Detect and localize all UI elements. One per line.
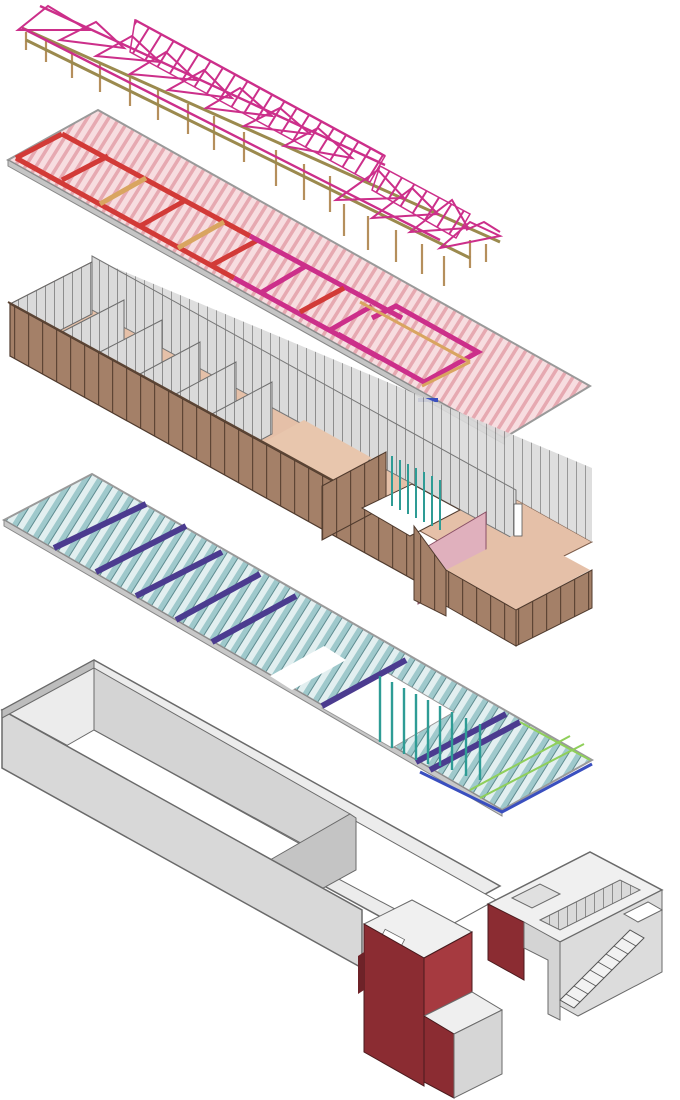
red-core-front bbox=[363, 923, 425, 1087]
front-wall-lower bbox=[413, 524, 447, 617]
stair-landing bbox=[510, 883, 562, 909]
room-floor bbox=[250, 420, 372, 488]
small-red-tab bbox=[358, 952, 364, 994]
concrete-foundation-layer bbox=[0, 659, 664, 1099]
foundation-left-end bbox=[1, 659, 95, 719]
timber-wall-layer bbox=[7, 255, 594, 647]
stair-posts bbox=[378, 676, 482, 780]
right-end-side-wall bbox=[515, 569, 593, 647]
stair-run bbox=[559, 929, 645, 1009]
ceiling-joist-layer bbox=[5, 108, 592, 445]
roof-rafters bbox=[129, 18, 472, 240]
window-opening bbox=[513, 503, 523, 537]
stair-treads bbox=[538, 879, 642, 931]
teal-studs bbox=[391, 456, 441, 530]
green-joists bbox=[469, 721, 591, 799]
floor-opening bbox=[270, 646, 346, 690]
small-box-side bbox=[453, 1009, 503, 1099]
floor-joist-layer bbox=[1, 472, 595, 817]
stair-block-front-left bbox=[487, 903, 525, 981]
stair-room-opening bbox=[360, 483, 462, 537]
blue-rim-beam bbox=[419, 762, 593, 814]
roof-truss-layer bbox=[15, 4, 504, 286]
ceiling-beams bbox=[14, 131, 484, 388]
purple-beams bbox=[52, 501, 522, 773]
stair-block-corner-void bbox=[622, 901, 664, 923]
stair-steps bbox=[565, 937, 637, 1003]
